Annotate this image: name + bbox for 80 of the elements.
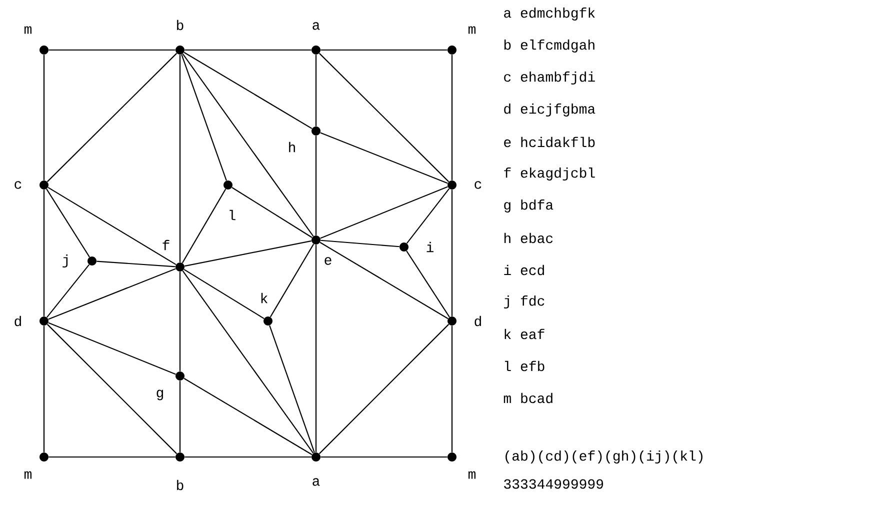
vertex-label: c [474, 181, 482, 189]
vertex-label: m [468, 26, 476, 34]
rotation-text: b elfcmdgah [504, 39, 594, 53]
vertex-label: d [474, 316, 481, 326]
rotation-text: c ehambfjdi [504, 71, 595, 85]
vertex-label: h [289, 142, 295, 152]
rotation-text: k eaf [504, 328, 544, 340]
graph-edge [320, 186, 448, 239]
graph-edge [320, 456, 448, 458]
graph-edge [46, 264, 90, 318]
graph-edge [48, 456, 176, 458]
graph-edge [48, 268, 176, 320]
graph-edge [315, 136, 317, 236]
graph-edge [43, 54, 45, 180]
rotation-text: d eicjfgbma [504, 103, 596, 117]
rotation-text: 333344999999 [504, 479, 604, 489]
graph-edge [318, 52, 450, 182]
graph-edge [320, 240, 400, 248]
graph-edge [48, 49, 176, 51]
graph-edge [48, 186, 176, 266]
graph-edge [320, 49, 448, 51]
graph-edge [320, 242, 448, 320]
rotation-text: i ecd [504, 264, 544, 276]
vertex-label: k [261, 292, 268, 304]
vertex-label: m [24, 471, 32, 479]
vertex-label: b [177, 480, 184, 490]
graph-edge [43, 190, 45, 316]
graph-edge [184, 456, 312, 458]
graph-edge [46, 324, 178, 454]
graph-edge [269, 325, 315, 453]
vertex-label: b [177, 20, 184, 30]
graph-edge [179, 380, 181, 452]
graph-edge [182, 270, 314, 454]
graph-edge [270, 244, 314, 318]
graph-edge [182, 54, 314, 236]
graph-edge [451, 190, 453, 316]
vertex-label: c [14, 181, 22, 189]
graph-edge [179, 272, 181, 372]
graph-edge [179, 54, 181, 262]
graph-edge [406, 188, 450, 244]
vertex-label: f [162, 240, 170, 250]
graph-edge [406, 250, 450, 318]
vertex-label: a [312, 478, 320, 486]
graph-edge [181, 54, 227, 181]
graph-edge [451, 326, 453, 452]
graph-edge [315, 54, 317, 126]
vertex-label: m [24, 26, 32, 34]
rotation-text: e hcidakflb [504, 136, 595, 148]
graph-edge [96, 260, 176, 268]
graph-edge [182, 188, 226, 264]
graph-edge [184, 378, 312, 456]
rotation-text: a edmchbgfk [504, 7, 595, 21]
rotation-text: f ekagdjcbl [504, 167, 595, 181]
vertex-label: i [426, 242, 434, 252]
vertex-label: l [230, 210, 236, 220]
graph-edge [48, 322, 176, 375]
vertex-label: e [324, 257, 332, 265]
vertex-label: g [156, 390, 164, 400]
graph-edge [184, 52, 312, 130]
graph-edge [318, 324, 450, 454]
graph-edge [43, 326, 45, 452]
vertex-label: m [468, 471, 476, 479]
rotation-text: l efb [505, 360, 544, 372]
graph-edge [46, 188, 90, 258]
graph-edge [184, 268, 264, 319]
graph-edge [232, 187, 312, 238]
graph-edge [320, 132, 448, 184]
vertex-label: d [14, 316, 21, 326]
graph-edge [184, 49, 312, 51]
rotation-text: h ebac [504, 232, 553, 244]
vertex-label: a [312, 22, 320, 30]
rotation-text: j fdc [504, 295, 544, 309]
graph-edge [315, 244, 317, 452]
rotation-text: m bcad [504, 392, 552, 404]
graph-edge [184, 240, 312, 267]
rotation-text: g bdfa [504, 199, 554, 213]
graph-edge [451, 54, 453, 180]
rotation-text: (ab)(cd)(ef)(gh)(ij)(kl) [506, 450, 702, 464]
vertex-label: j [62, 254, 68, 268]
graph-edge [46, 52, 178, 182]
